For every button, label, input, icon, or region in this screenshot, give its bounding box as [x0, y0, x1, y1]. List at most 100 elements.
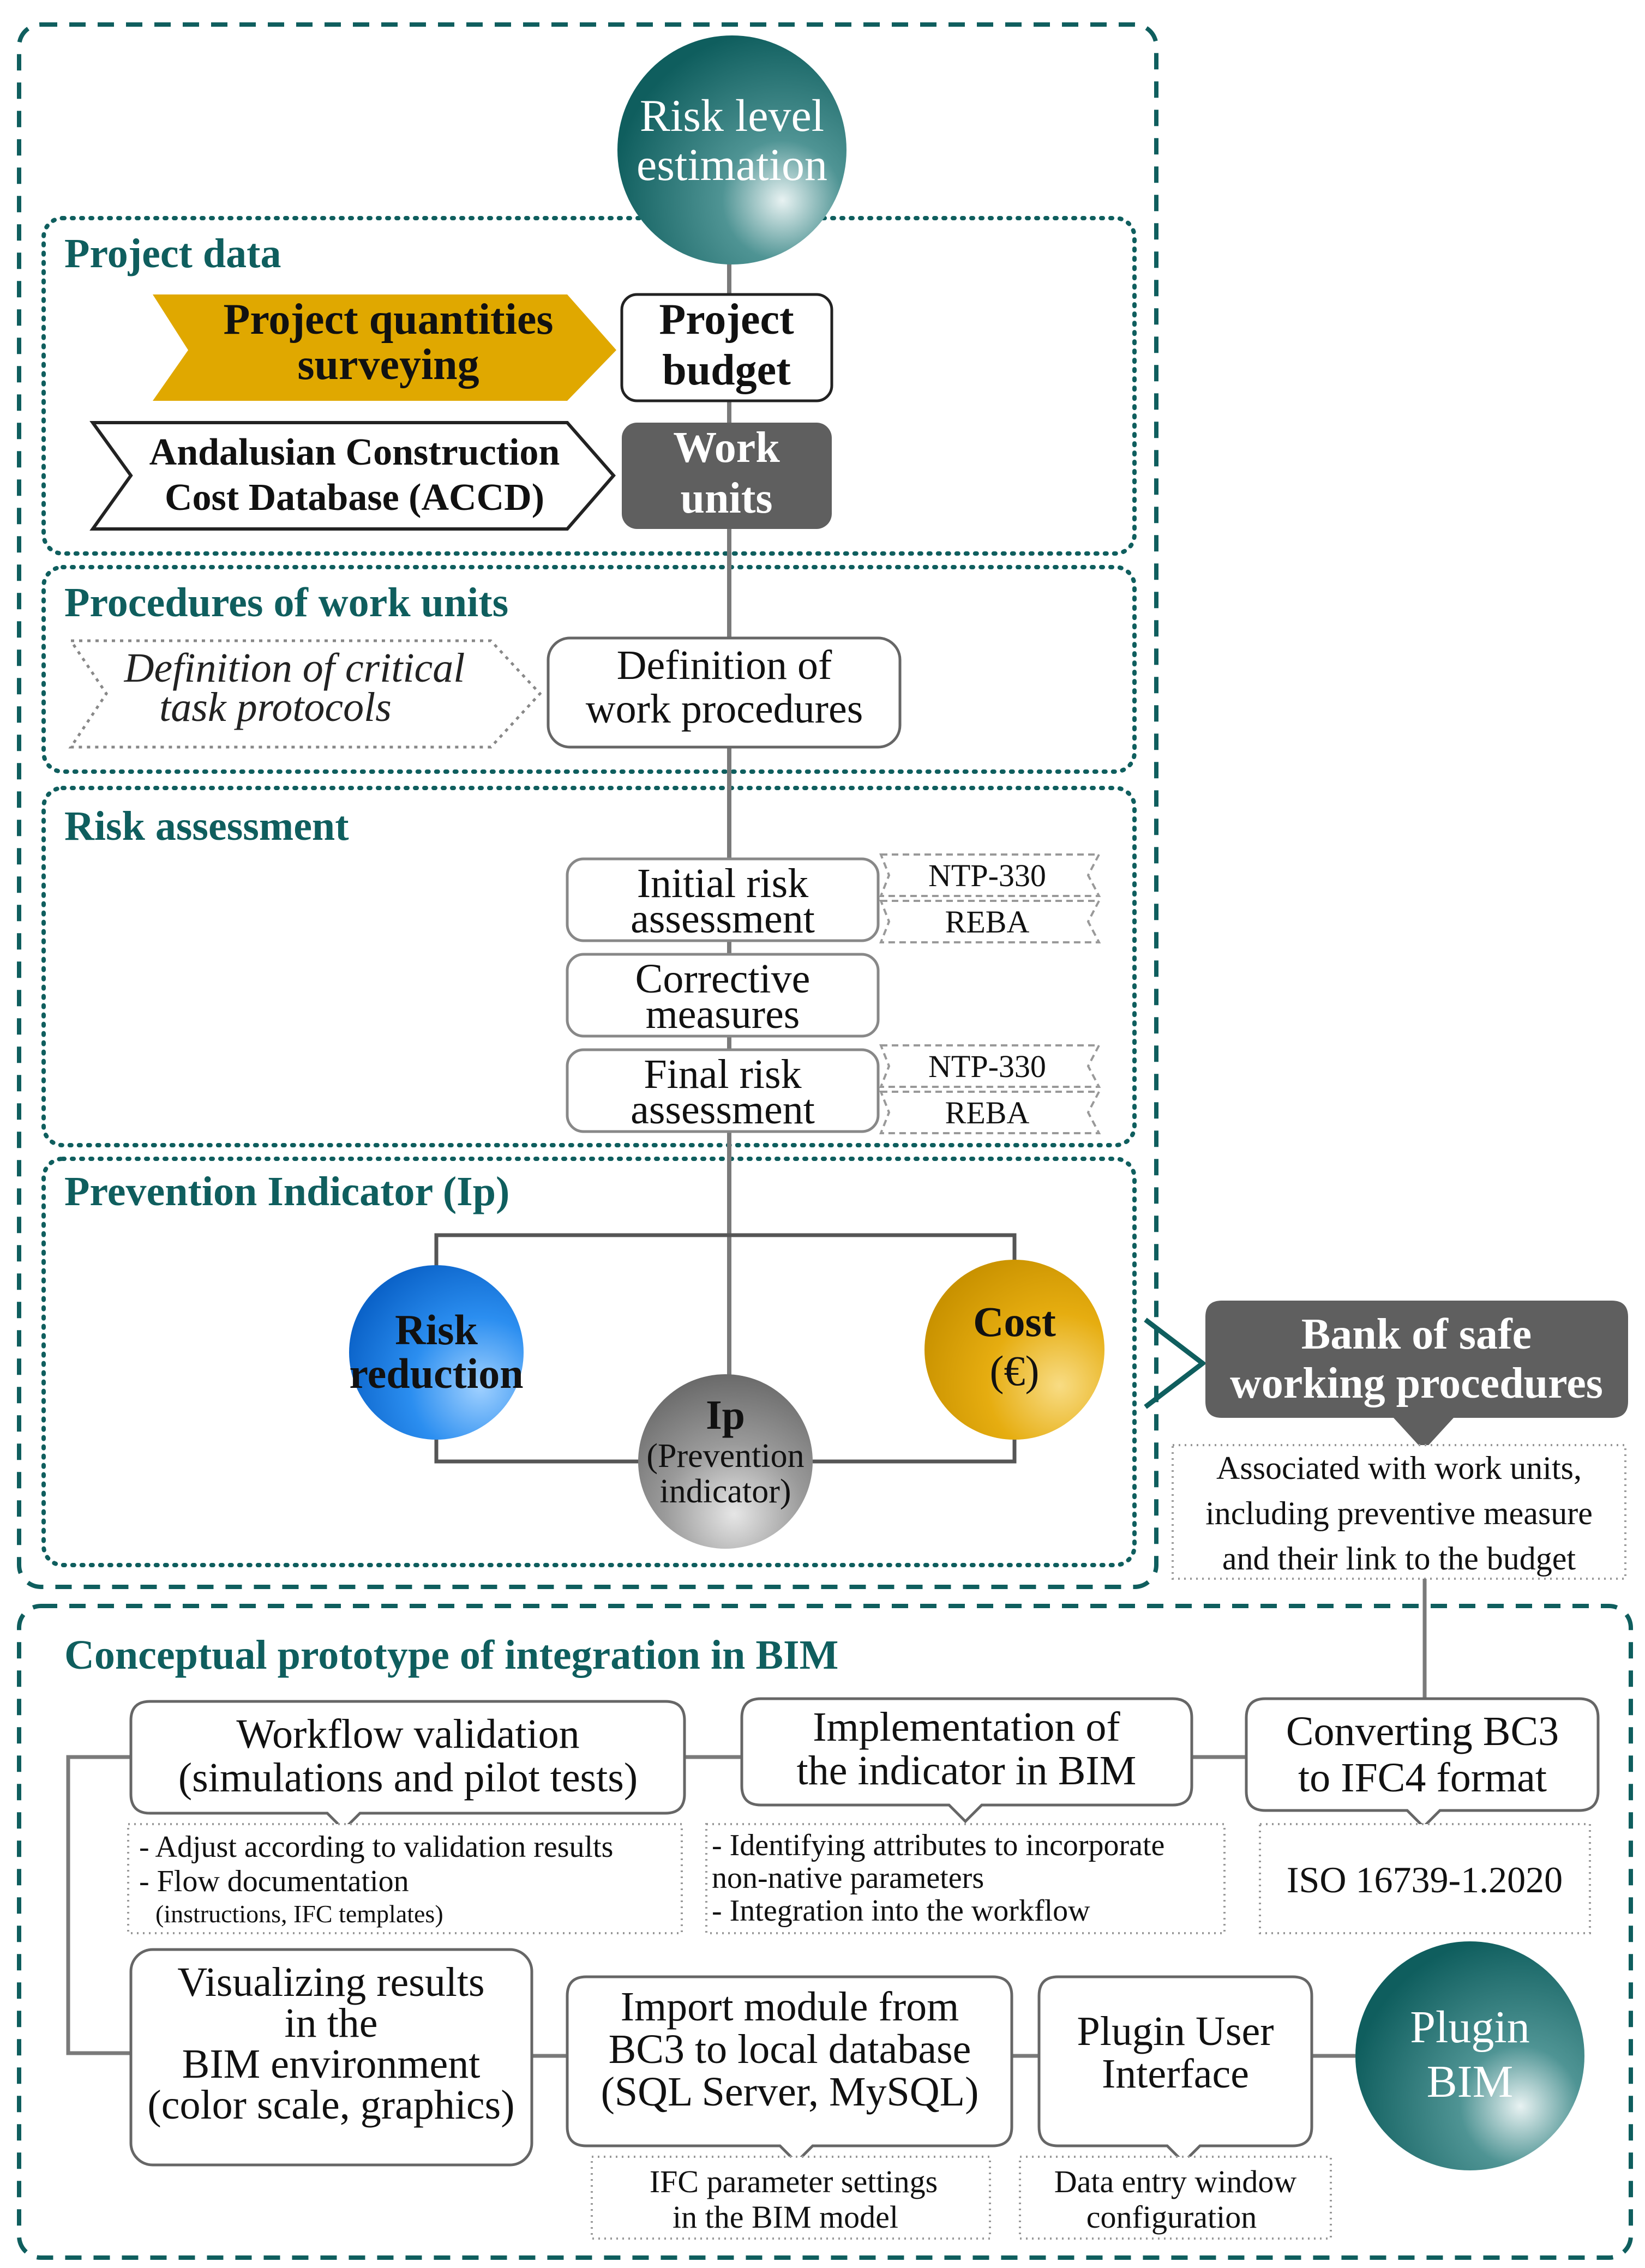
cost-line1: Cost — [973, 1298, 1056, 1345]
plugin-bim-node: Plugin BIM — [1355, 1941, 1584, 2170]
quantities-line2: surveying — [297, 341, 479, 389]
project-quantities-arrow: Project quantities surveying — [153, 294, 616, 401]
reba-label: REBA — [945, 1095, 1030, 1130]
quantities-line1: Project quantities — [223, 296, 553, 344]
risk-level-line2: estimation — [637, 140, 827, 190]
outer-frame-risk — [17, 22, 1158, 1589]
visualizing-line4: (color scale, graphics) — [147, 2082, 514, 2128]
plugin-ui-note-line1: Data entry window — [1054, 2164, 1297, 2199]
visualizing-box: Visualizing results in the BIM environme… — [129, 1948, 533, 2167]
budget-line1: Project — [659, 296, 794, 344]
ip-line3: indicator) — [659, 1473, 791, 1510]
section-frame-indicator — [41, 1157, 1137, 1567]
import-note: IFC parameter settings in the BIM model — [591, 2156, 991, 2240]
bank-note-line3: and their link to the budget — [1222, 1541, 1576, 1577]
chevron-right-icon — [1144, 1318, 1207, 1409]
section-frame-project-data — [41, 216, 1137, 556]
converting-line2: to IFC4 format — [1298, 1755, 1547, 1801]
section-frame-risk — [41, 786, 1137, 1147]
work-units-line2: units — [681, 474, 773, 522]
corrective-line2: measures — [646, 991, 800, 1037]
work-units-box: Work units — [622, 423, 832, 529]
plugin-bim-line2: BIM — [1427, 2056, 1514, 2107]
work-units-line1: Work — [673, 424, 780, 472]
tag-ntp-330-initial: NTP-330 — [879, 853, 1101, 897]
initial-line1: Initial risk — [637, 861, 809, 906]
implementation-note-line3: - Integration into the workflow — [712, 1894, 1090, 1928]
cost-node: Cost (€) — [924, 1260, 1104, 1440]
budget-line2: budget — [662, 346, 791, 394]
import-module-box: Import module from BC3 to local database… — [566, 1975, 1013, 2164]
implementation-box: Implementation of the indicator in BIM — [740, 1697, 1193, 1824]
final-line2: assessment — [631, 1087, 815, 1133]
section-title-procedures: Procedures of work units — [64, 580, 508, 625]
corrective-line1: Corrective — [635, 956, 811, 1002]
critical-line2: task protocols — [159, 684, 392, 730]
section-title-project-data: Project data — [64, 231, 281, 276]
project-budget-box: Project budget — [620, 293, 833, 402]
ip-line2: (Prevention — [646, 1437, 804, 1475]
import-line3: (SQL Server, MySQL) — [601, 2069, 979, 2115]
converting-note-text: ISO 16739-1.2020 — [1287, 1859, 1563, 1900]
plugin-ui-note-line2: configuration — [1086, 2199, 1257, 2235]
cost-line2: (€) — [990, 1347, 1040, 1394]
tag-reba-final: REBA — [879, 1091, 1101, 1134]
initial-risk-box: Initial risk assessment — [566, 857, 880, 942]
work-proc-line1: Definition of — [617, 642, 832, 688]
work-proc-line2: work procedures — [586, 686, 863, 732]
workflow-note: - Adjust according to validation results… — [127, 1823, 683, 1934]
critical-task-arrow: Definition of critical task protocols — [68, 639, 542, 749]
import-note-line2: in the BIM model — [673, 2199, 898, 2235]
implementation-note: - Identifying attributes to incorporate … — [705, 1823, 1226, 1934]
ntp-330-label: NTP-330 — [928, 858, 1046, 893]
plugin-ui-note: Data entry window configuration — [1019, 2156, 1332, 2240]
visualizing-line2: in the — [285, 2000, 378, 2046]
accd-arrow: Andalusian Construction Cost Database (A… — [89, 421, 616, 531]
critical-line1: Definition of critical — [124, 645, 465, 691]
corrective-measures-box: Corrective measures — [566, 953, 880, 1038]
plugin-ui-box: Plugin User Interface — [1037, 1975, 1313, 2164]
implementation-note-line1: - Identifying attributes to incorporate — [712, 1828, 1164, 1862]
tag-reba-initial: REBA — [879, 900, 1101, 943]
section-title-indicator: Prevention Indicator (Ip) — [64, 1169, 509, 1214]
tag-ntp-330-final: NTP-330 — [879, 1044, 1101, 1088]
visualizing-line1: Visualizing results — [177, 1959, 484, 2005]
reba-label: REBA — [945, 904, 1030, 940]
import-line1: Import module from — [621, 1984, 959, 2030]
bank-note-line1: Associated with work units, — [1216, 1450, 1582, 1486]
ip-node: Ip (Prevention indicator) — [638, 1374, 813, 1549]
implementation-line1: Implementation of — [813, 1704, 1120, 1750]
workflow-note-line2: - Flow documentation — [139, 1864, 409, 1898]
converting-note: ISO 16739-1.2020 — [1259, 1823, 1591, 1934]
plugin-ui-line1: Plugin User — [1077, 2008, 1274, 2054]
ntp-330-label: NTP-330 — [928, 1049, 1046, 1084]
workflow-line1: Workflow validation — [236, 1711, 579, 1757]
outer-frame-bim — [17, 1604, 1633, 2260]
risk-level-estimation-node: Risk level estimation — [617, 35, 846, 264]
workflow-line2: (simulations and pilot tests) — [178, 1755, 638, 1801]
work-procedures-box: Definition of work procedures — [547, 636, 902, 749]
workflow-note-line1: - Adjust according to validation results — [139, 1830, 613, 1864]
accd-line1: Andalusian Construction — [149, 431, 560, 473]
section-title-risk: Risk assessment — [64, 803, 349, 849]
accd-line2: Cost Database (ACCD) — [165, 477, 544, 519]
final-risk-box: Final risk assessment — [566, 1048, 880, 1133]
bim-connectors — [66, 1755, 1355, 2058]
plugin-ui-line2: Interface — [1102, 2051, 1249, 2097]
converting-box: Converting BC3 to IFC4 format — [1245, 1697, 1600, 1829]
implementation-note-line2: non-native parameters — [712, 1861, 984, 1895]
workflow-note-line3: (instructions, IFC templates) — [155, 1900, 443, 1928]
risk-reduction-node: Risk reduction — [349, 1265, 524, 1440]
bank-note: Associated with work units, including pr… — [1172, 1444, 1626, 1580]
import-note-line1: IFC parameter settings — [650, 2164, 938, 2199]
final-line1: Final risk — [644, 1051, 801, 1097]
import-line2: BC3 to local database — [609, 2026, 971, 2072]
converting-line1: Converting BC3 — [1286, 1708, 1559, 1754]
section-title-bim: Conceptual prototype of integration in B… — [64, 1632, 838, 1678]
risk-level-line1: Risk level — [640, 91, 824, 141]
bank-note-line2: including preventive measure — [1205, 1495, 1593, 1531]
bank-line1: Bank of safe — [1301, 1310, 1532, 1358]
implementation-line2: the indicator in BIM — [797, 1748, 1137, 1794]
workflow-validation-box: Workflow validation (simulations and pil… — [129, 1700, 686, 1832]
